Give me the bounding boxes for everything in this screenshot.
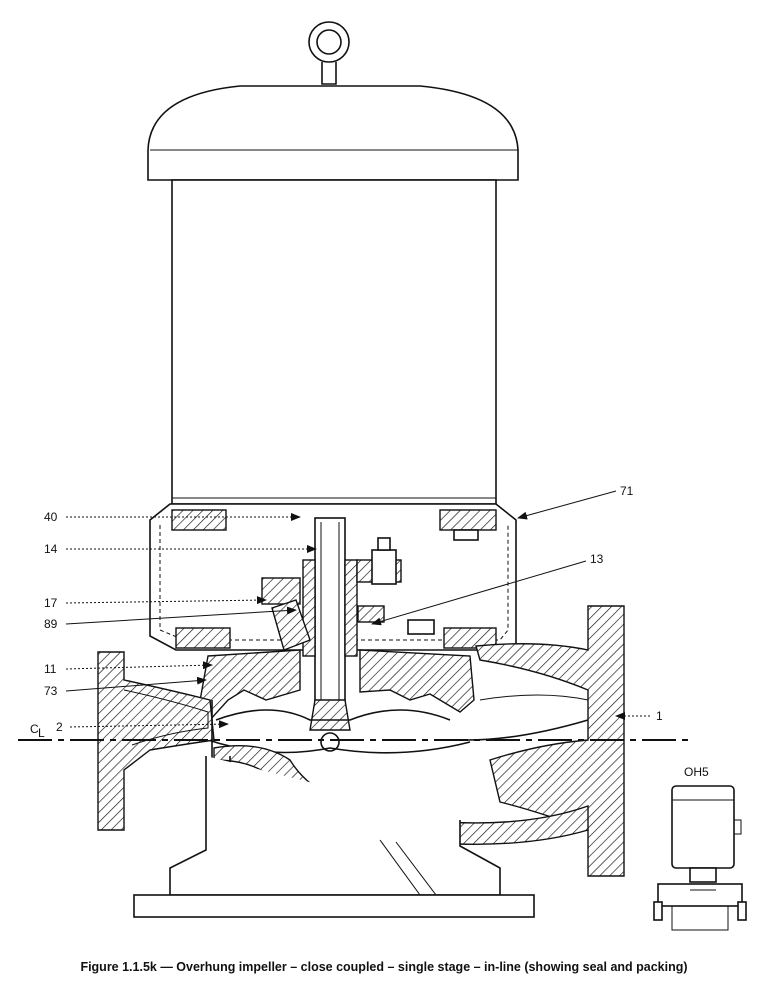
figure-caption: Figure 1.1.5k — Overhung impeller – clos…: [80, 960, 688, 974]
base-plate: [133, 894, 535, 918]
inset-label: OH5: [684, 765, 709, 779]
callout-17: 17: [44, 596, 58, 610]
callout-1: 1: [656, 709, 663, 723]
callout-14: 14: [44, 542, 58, 556]
motor-body: [171, 179, 497, 505]
callout-73: 73: [44, 684, 58, 698]
pump-shaft: [314, 517, 346, 719]
centerline-subscript: L: [38, 726, 45, 740]
callout-40: 40: [44, 510, 58, 524]
centerline-symbol: C: [30, 722, 39, 736]
callouts: 40 14 17 89 11 73 2 71 13 1: [44, 484, 663, 734]
pump-stand: [133, 756, 535, 918]
shaft-assembly: [261, 517, 435, 752]
callout-2: 2: [56, 720, 63, 734]
callout-13: 13: [590, 552, 604, 566]
motor-cover: [147, 85, 519, 181]
callout-11: 11: [44, 662, 57, 676]
motor: [147, 21, 519, 505]
callout-71: 71: [620, 484, 634, 498]
lifting-eye: [308, 21, 350, 63]
oh5-inset-icon: OH5: [653, 765, 747, 931]
callout-89: 89: [44, 617, 58, 631]
